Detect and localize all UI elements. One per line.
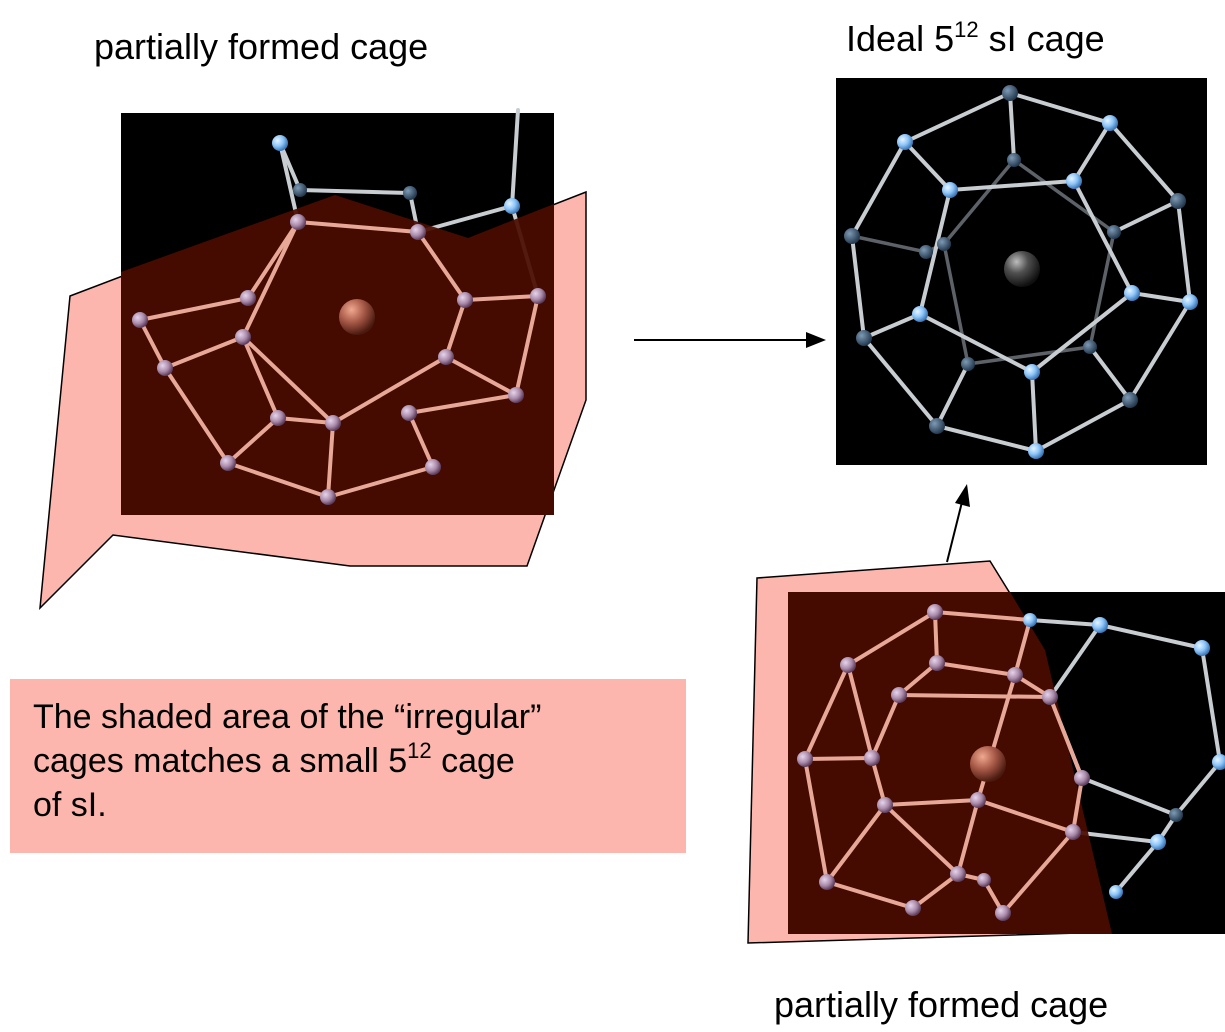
- ideal-cage-figure: [836, 78, 1207, 465]
- label-bottom-right: partially formed cage: [774, 984, 1109, 1025]
- atom: [1024, 364, 1040, 380]
- atom: [856, 330, 872, 346]
- atom: [1124, 285, 1140, 301]
- atom: [1074, 770, 1090, 786]
- bottom-shade-overlay: [788, 592, 1112, 934]
- label-top-left: partially formed cage: [94, 26, 429, 67]
- atom: [1066, 173, 1082, 189]
- atom: [840, 657, 856, 673]
- atom: [1042, 689, 1058, 705]
- atom: [1007, 667, 1023, 683]
- atom: [270, 410, 286, 426]
- atom: [919, 245, 933, 259]
- label-ideal-prefix: Ideal 5: [846, 18, 955, 59]
- note-line-2-superscript: 12: [407, 738, 432, 763]
- atom: [530, 288, 546, 304]
- atom: [891, 687, 907, 703]
- note-line-2-prefix: cages matches a small 5: [33, 742, 408, 780]
- atom: [220, 455, 236, 471]
- note-line-1: The shaded area of the “irregular”: [33, 698, 542, 736]
- atom: [970, 792, 986, 808]
- atom: [235, 329, 251, 345]
- atom: [1182, 294, 1198, 310]
- atom: [1065, 824, 1081, 840]
- atom: [797, 751, 813, 767]
- atom: [1212, 754, 1225, 770]
- atom: [401, 405, 417, 421]
- atom: [844, 228, 860, 244]
- atom: [929, 418, 945, 434]
- atom: [1028, 443, 1044, 459]
- label-ideal-superscript: 12: [954, 17, 979, 42]
- atom: [438, 349, 454, 365]
- atom: [1092, 617, 1108, 633]
- label-ideal-cage: Ideal 512 sI cage: [846, 18, 1105, 60]
- atom: [1023, 613, 1037, 627]
- guest-molecule: [970, 746, 1006, 782]
- label-ideal-suffix: sI cage: [978, 18, 1105, 59]
- note-line-2-suffix: cage: [431, 742, 515, 780]
- atom: [961, 357, 975, 371]
- atom: [927, 604, 943, 620]
- atom: [1002, 85, 1018, 101]
- atom: [1169, 808, 1183, 822]
- guest-molecule: [339, 299, 375, 335]
- atom: [132, 312, 148, 328]
- atom: [937, 237, 951, 251]
- atom: [410, 224, 426, 240]
- atom: [272, 135, 288, 151]
- atom: [1170, 193, 1186, 209]
- atom: [403, 186, 417, 200]
- atom: [1109, 885, 1123, 899]
- left-cage-atoms: [132, 135, 546, 505]
- note-line-2: cages matches a small 512 cage: [33, 739, 672, 783]
- bottom-cage-figure: [747, 560, 1225, 944]
- atom: [240, 290, 256, 306]
- atom: [819, 874, 835, 890]
- atom: [504, 198, 520, 214]
- left-cage-bonds: [138, 220, 540, 499]
- atom: [877, 797, 893, 813]
- atom: [929, 655, 945, 671]
- atom: [508, 387, 524, 403]
- atom: [1107, 225, 1121, 239]
- left-cage-figure: [39, 108, 587, 611]
- bottom-cage-atoms: [797, 604, 1225, 921]
- atom: [1083, 340, 1097, 354]
- atom: [157, 360, 173, 376]
- atom: [912, 306, 928, 322]
- atom: [293, 183, 307, 197]
- arrow-up: [946, 484, 970, 563]
- atom: [290, 214, 306, 230]
- atom: [320, 489, 336, 505]
- atom: [942, 182, 958, 198]
- atom: [905, 900, 921, 916]
- atom: [1194, 640, 1210, 656]
- atom: [1150, 834, 1166, 850]
- atom: [425, 459, 441, 475]
- ideal-cage-back-bonds: [850, 158, 1116, 366]
- atom: [1122, 392, 1138, 408]
- note-line-3: of sI.: [33, 786, 107, 824]
- arrow-right: [634, 332, 826, 348]
- atom: [995, 905, 1011, 921]
- atom: [325, 415, 341, 431]
- atom: [950, 866, 966, 882]
- atom: [1102, 115, 1118, 131]
- guest-molecule: [1004, 251, 1040, 287]
- explanation-note: The shaded area of the “irregular” cages…: [10, 679, 686, 853]
- ideal-cage-atoms: [844, 85, 1198, 459]
- ideal-cage-bonds: [850, 91, 1192, 453]
- atom: [864, 750, 880, 766]
- atom: [457, 292, 473, 308]
- atom: [1007, 153, 1021, 167]
- atom: [977, 873, 991, 887]
- atom: [897, 134, 913, 150]
